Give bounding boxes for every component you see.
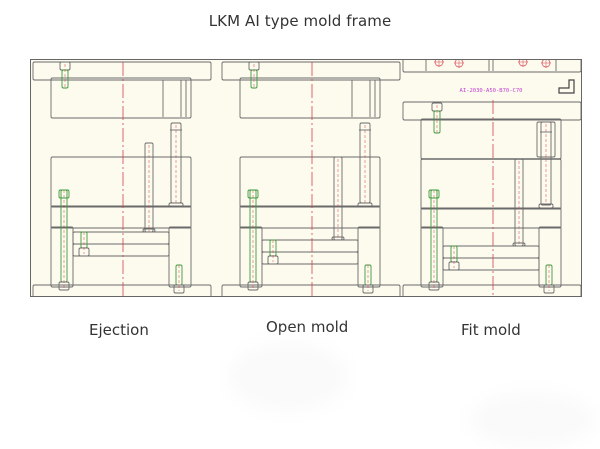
spacer-block-right bbox=[538, 226, 562, 288]
long-bolt-cap bbox=[428, 189, 440, 199]
support-plate bbox=[239, 205, 381, 229]
return-pin-head bbox=[512, 242, 526, 247]
guide-pin-collar bbox=[168, 202, 184, 208]
caption-ejection: Ejection bbox=[89, 321, 149, 339]
spacer-block-left bbox=[239, 226, 263, 288]
bottom-clamp-plate bbox=[32, 284, 212, 296]
ejector-plate bbox=[261, 251, 359, 265]
support-plate bbox=[420, 207, 562, 229]
bottom-clamp-plate bbox=[402, 284, 581, 296]
cavity-plate bbox=[239, 77, 381, 119]
long-bolt-cap bbox=[58, 189, 70, 199]
top-clamp-plate bbox=[221, 61, 401, 81]
caption-open-mold: Open mold bbox=[266, 318, 349, 336]
top-clamp-plate bbox=[402, 101, 581, 121]
corner-mark-icon bbox=[558, 79, 575, 94]
cavity-plate bbox=[50, 77, 192, 119]
mold-drawing: AI-2030-A50-B70-C70 bbox=[30, 59, 582, 297]
spacer-block-left bbox=[420, 226, 444, 288]
guide-pin-collar bbox=[357, 202, 373, 208]
ejector-plate bbox=[442, 257, 540, 271]
core-plate bbox=[420, 158, 562, 210]
core-plate bbox=[50, 156, 192, 208]
bottom-clamp-plate bbox=[221, 284, 401, 296]
return-pin-head bbox=[331, 236, 345, 241]
part-number-label: AI-2030-A50-B70-C70 bbox=[460, 88, 523, 94]
core-plate bbox=[239, 156, 381, 208]
spacer-block-left bbox=[50, 226, 74, 288]
page-title: LKM AI type mold frame bbox=[208, 12, 392, 30]
background-shadow bbox=[228, 342, 348, 412]
top-plate-partial bbox=[402, 60, 581, 73]
spacer-block-right bbox=[357, 226, 381, 288]
caption-fit-mold: Fit mold bbox=[461, 321, 521, 339]
long-bolt-cap bbox=[247, 189, 259, 199]
ejector-plate bbox=[72, 243, 170, 257]
support-plate bbox=[50, 205, 192, 229]
mold-drawing-svg: AI-2030-A50-B70-C70 bbox=[32, 60, 581, 296]
spacer-block-right bbox=[168, 226, 192, 288]
guide-pin-collar bbox=[538, 203, 554, 209]
cavity-plate bbox=[420, 118, 562, 160]
background-shadow bbox=[470, 392, 595, 447]
return-pin-head bbox=[142, 228, 156, 233]
top-clamp-plate bbox=[32, 61, 212, 81]
